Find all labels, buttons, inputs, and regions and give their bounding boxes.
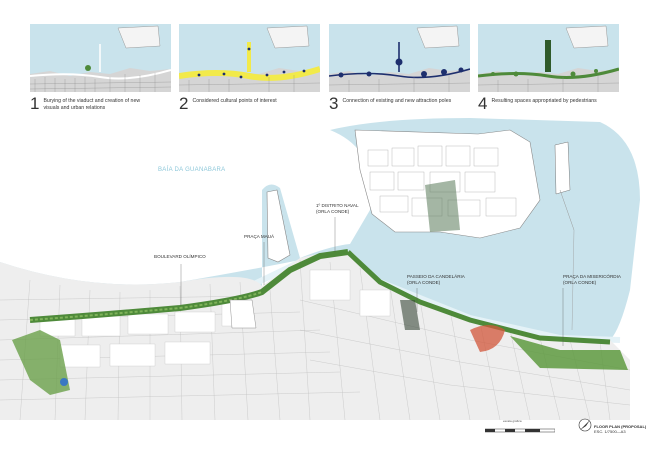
plan-title-line: FLOOR PLAN (PROPOSAL) [594, 424, 647, 429]
step-text: Resulting spaces appropriated by pedestr… [491, 98, 597, 104]
plan-title: FLOOR PLAN (PROPOSAL) ESC. 1/7500—A3 [594, 424, 646, 434]
label-passeio-candelaria: PASSEIO DA CANDELÁRIA (ORLA CONDE) [407, 274, 465, 285]
label-boulevard-olimpico: BOULEVARD OLÍMPICO [154, 254, 206, 259]
label-line: PASSEIO DA CANDELÁRIA [407, 274, 465, 279]
north-arrow-icon [578, 418, 592, 432]
diagram-panel-1 [30, 24, 171, 92]
floor-plan-map [0, 118, 640, 420]
step-caption-2: 2 Considered cultural points of interest [179, 94, 329, 113]
step-text: Burying of the viaduct and creation of n… [43, 98, 141, 111]
step-caption-3: 3 Connection of existing and new attract… [329, 94, 479, 113]
step-number: 1 [30, 94, 40, 113]
step-caption-1: 1 Burying of the viaduct and creation of… [30, 94, 180, 113]
step-caption-4: 4 Resulting spaces appropriated by pedes… [478, 94, 628, 113]
label-line: (ORLA CONDE) [407, 279, 441, 285]
diagram-panel-4 [478, 24, 619, 92]
step-number: 4 [478, 94, 488, 113]
diagram-panel-3 [329, 24, 470, 92]
label-line: 1º DISTRITO NAVAL [316, 203, 359, 208]
label-line: (ORLA CONDE) [563, 279, 597, 285]
step-number: 3 [329, 94, 339, 113]
step-number: 2 [179, 94, 189, 113]
label-line: (ORLA CONDE) [316, 208, 350, 214]
scale-bar [485, 428, 555, 433]
label-line: PRAÇA DA MISERICÓRDIA [563, 274, 621, 279]
bay-label: BAÍA DA GUANABARA [158, 167, 226, 173]
step-text: Connection of existing and new attractio… [342, 98, 452, 104]
label-distrito-naval: 1º DISTRITO NAVAL (ORLA CONDE) [316, 203, 359, 214]
step-text: Considered cultural points of interest [192, 98, 277, 104]
plan-scale-line: ESC. 1/7500—A3 [594, 429, 626, 434]
scale-bar-label: escala gráfica [503, 419, 522, 423]
label-praca-misericordia: PRAÇA DA MISERICÓRDIA (ORLA CONDE) [563, 274, 621, 285]
label-praca-maua: PRAÇA MAUÁ [244, 234, 275, 239]
diagram-panel-2 [179, 24, 320, 92]
